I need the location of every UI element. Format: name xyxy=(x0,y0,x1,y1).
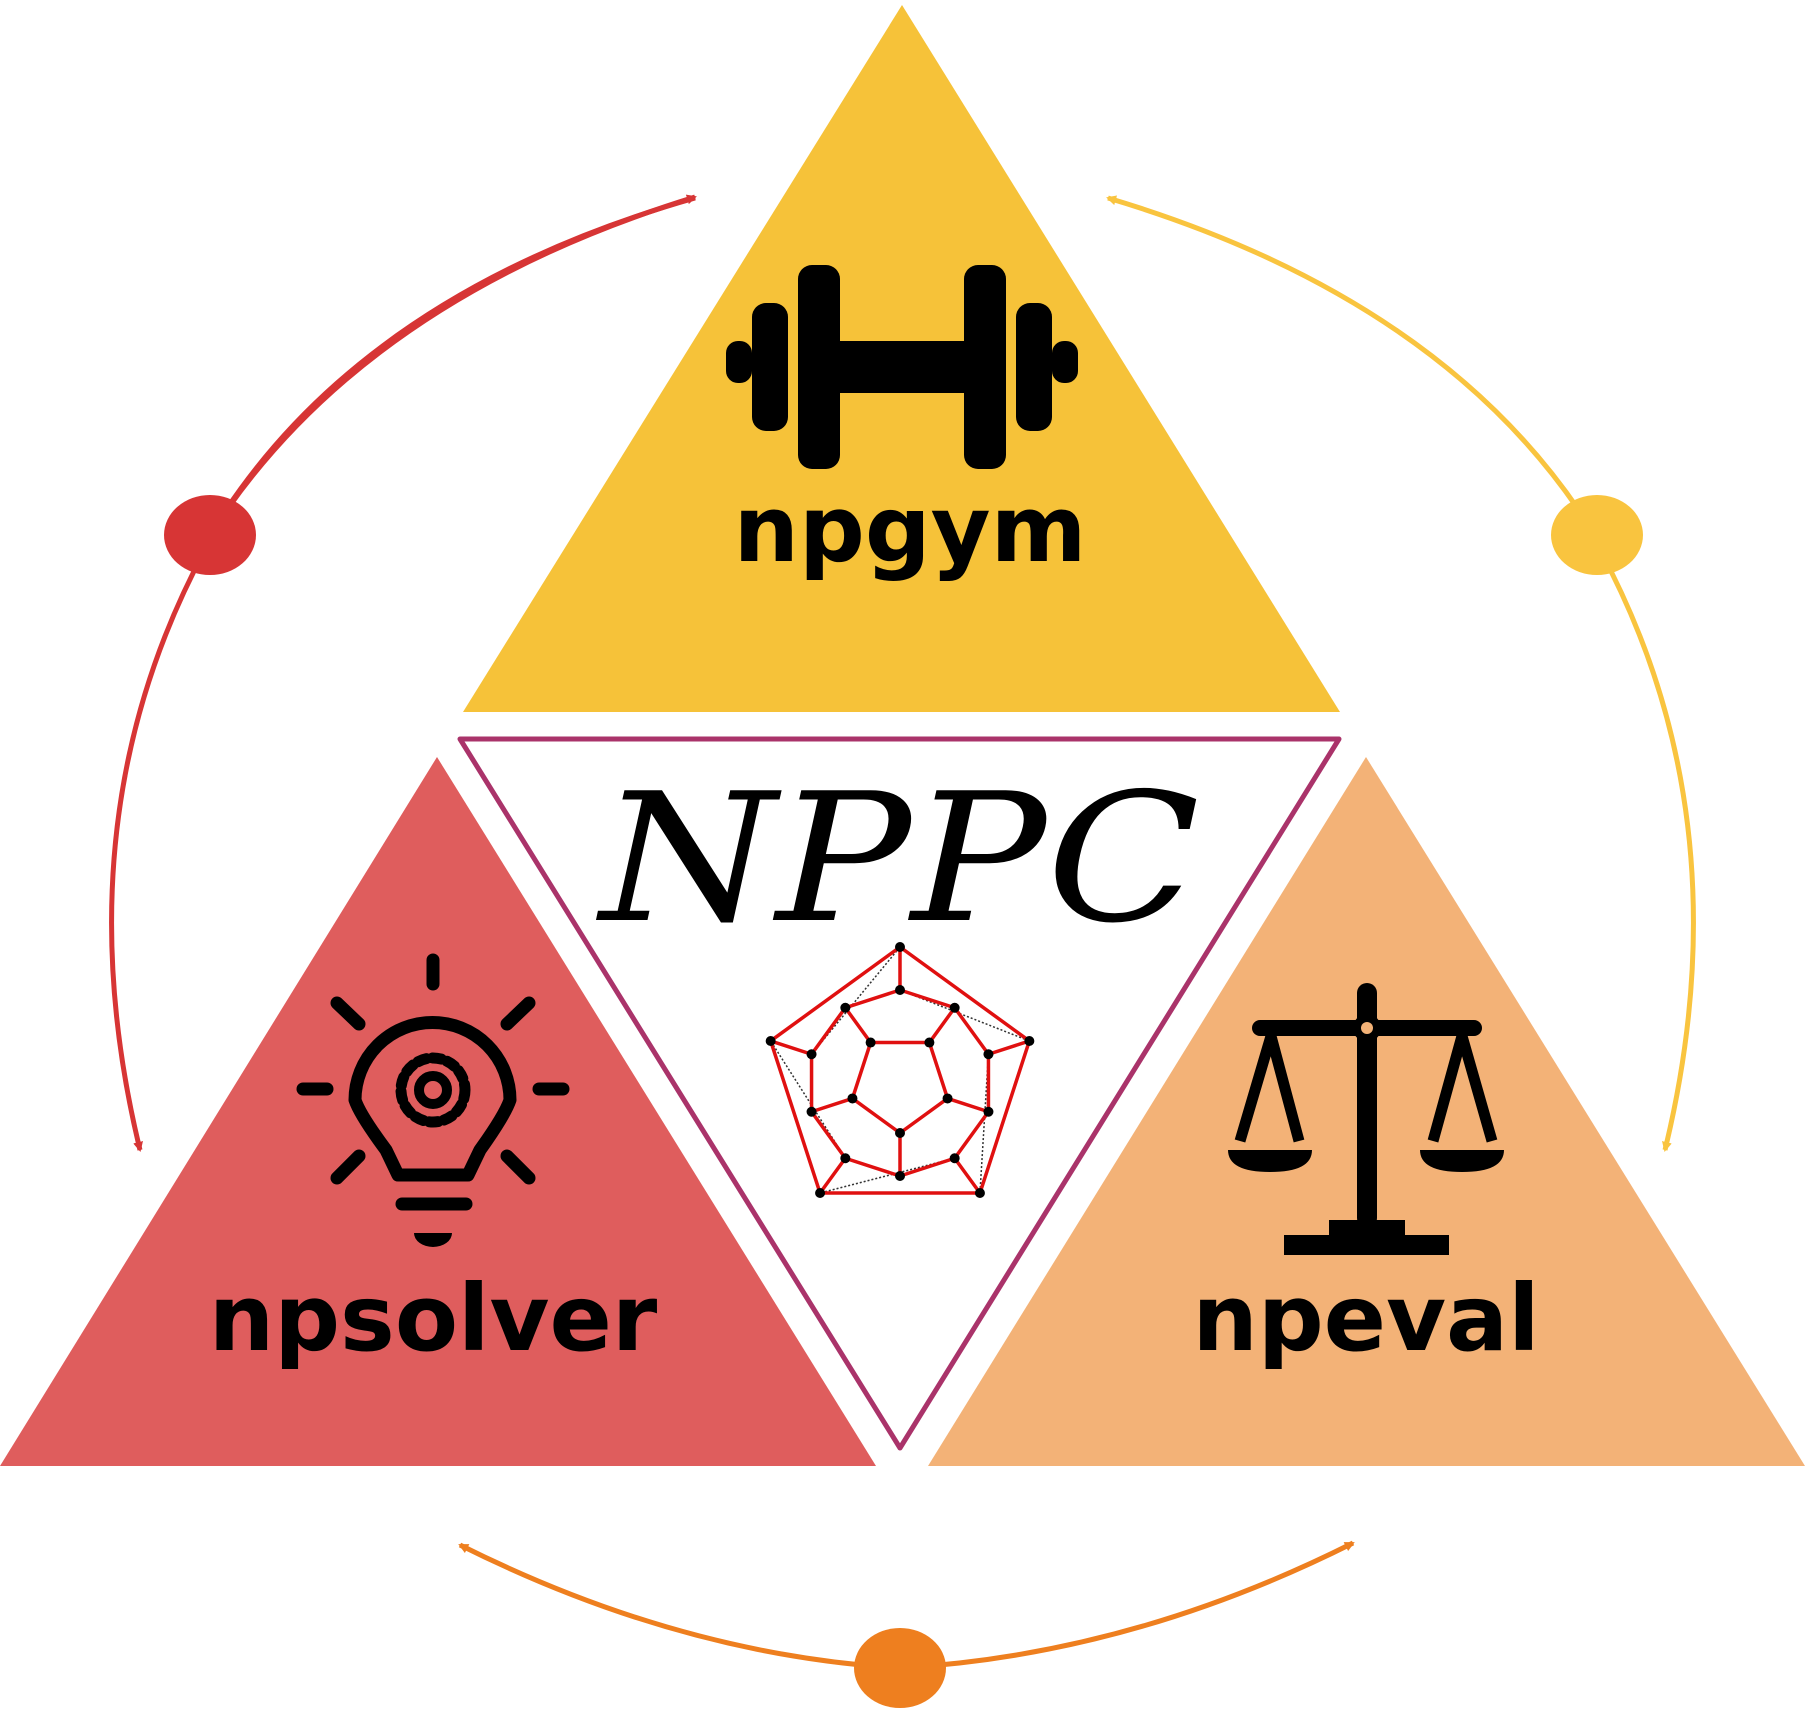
graph-edge xyxy=(953,1006,990,1056)
graph-node xyxy=(806,1049,817,1060)
graph-node xyxy=(974,1188,985,1199)
graph-node xyxy=(815,1188,826,1199)
graph-node xyxy=(895,1128,905,1138)
graph-node xyxy=(847,1093,858,1104)
graph-node xyxy=(1024,1035,1035,1046)
dodecahedron-graph-icon xyxy=(765,942,1035,1199)
graph-edge xyxy=(768,1040,822,1194)
graph-edge xyxy=(844,988,901,1010)
graph-edge xyxy=(818,1157,847,1195)
cycle-arrow-right xyxy=(1106,195,1696,1152)
npsolver-triangle xyxy=(0,757,876,1466)
graph-edge-dotted xyxy=(899,989,1030,1042)
graph-node xyxy=(949,1002,960,1013)
graph-edge xyxy=(953,1110,990,1160)
graph-node xyxy=(983,1106,994,1117)
graph-edge xyxy=(770,1039,813,1056)
graph-edge-dotted xyxy=(819,1157,955,1194)
graph-edge xyxy=(899,1156,956,1178)
graph-node xyxy=(865,1037,876,1048)
graph-edge xyxy=(843,1006,873,1044)
graph-edge xyxy=(927,1006,957,1044)
graph-edge xyxy=(953,1157,982,1195)
graph-edge xyxy=(898,1097,949,1135)
npeval-label: npeval xyxy=(1192,1265,1539,1372)
graph-node xyxy=(765,1035,776,1046)
graph-edge-dotted xyxy=(979,1054,990,1194)
graph-edge xyxy=(987,1039,1030,1056)
graph-edge xyxy=(927,1042,950,1099)
lightbulb-gear-icon xyxy=(296,953,570,1211)
graph-node xyxy=(924,1037,935,1048)
graph-node xyxy=(895,1171,905,1181)
scales-icon xyxy=(1228,983,1504,1255)
npsolver-label: npsolver xyxy=(209,1265,658,1372)
graph-edge xyxy=(810,1110,847,1160)
graph-edge xyxy=(811,1096,853,1114)
graph-node xyxy=(983,1049,994,1060)
center-inverted-triangle xyxy=(457,736,1342,1451)
graph-node xyxy=(895,942,905,952)
cycle-node-right xyxy=(1551,495,1643,575)
graph-edge xyxy=(851,1097,902,1135)
graph-edge-dotted xyxy=(810,946,901,1055)
cycle-node-left xyxy=(164,495,256,575)
graph-edge xyxy=(810,1006,847,1056)
graph-node xyxy=(942,1093,953,1104)
nppc-title: NPPC xyxy=(595,755,1200,962)
npgym-label: npgym xyxy=(733,476,1086,583)
graph-edge xyxy=(850,1042,873,1099)
graph-edge-dotted xyxy=(770,1040,846,1159)
graph-edge xyxy=(844,1156,901,1178)
graph-node xyxy=(840,1153,851,1164)
lightbulb-base xyxy=(414,1233,452,1247)
graph-node xyxy=(806,1106,817,1117)
cycle-arrow-bottom xyxy=(458,1540,1355,1708)
graph-edge xyxy=(769,945,902,1043)
graph-edge xyxy=(899,988,956,1010)
graph-node xyxy=(949,1153,960,1164)
dumbbell-icon xyxy=(726,265,1078,469)
graph-node xyxy=(840,1002,851,1013)
graph-edge xyxy=(978,1040,1032,1194)
cycle-node-bottom xyxy=(854,1628,946,1708)
graph-edge xyxy=(898,945,1031,1043)
cycle-arrow-left xyxy=(109,194,697,1152)
graph-edge xyxy=(947,1096,989,1114)
graph-node xyxy=(895,985,905,995)
